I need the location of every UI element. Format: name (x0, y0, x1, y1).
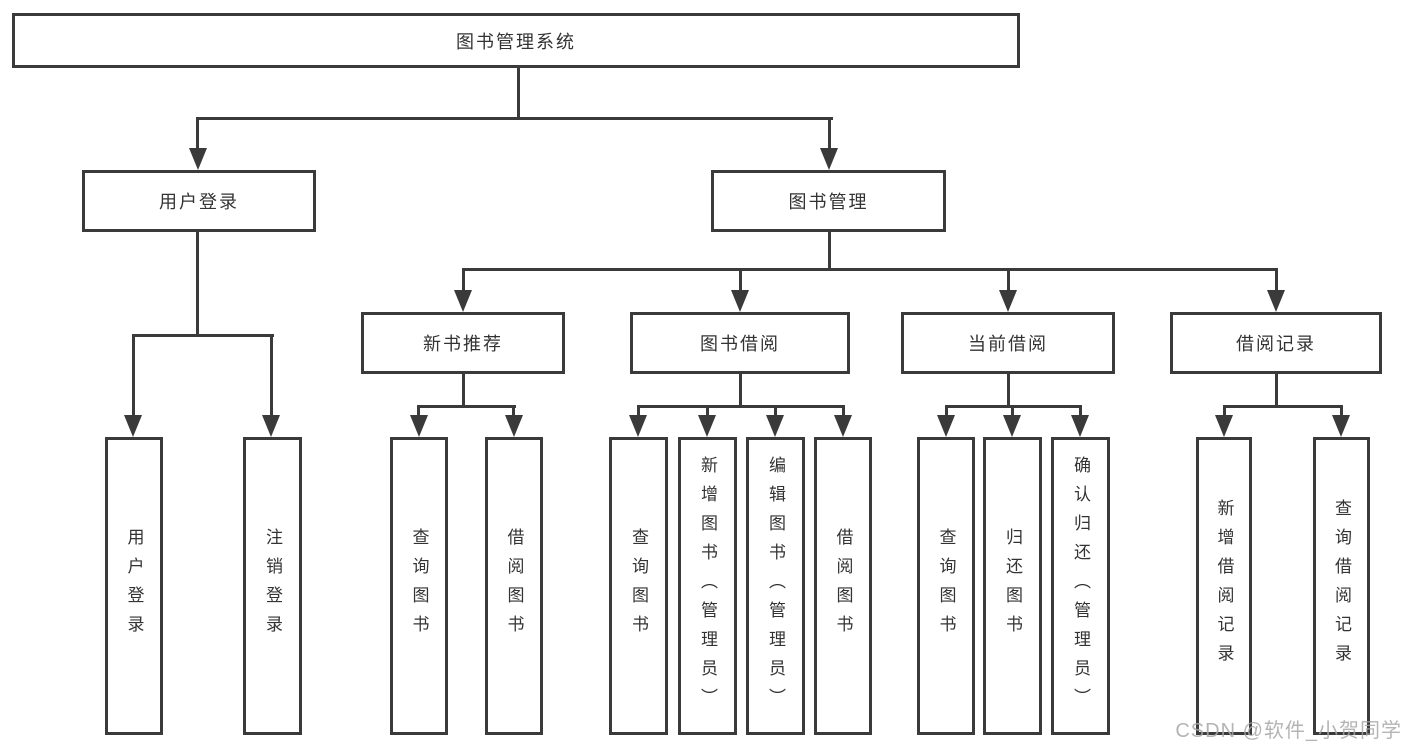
leaf-borrow-borrow-book-label: 借阅图书 (833, 528, 853, 644)
node-new-book-recommend-label: 新书推荐 (423, 334, 503, 354)
leaf-user-login: 用户登录 (105, 437, 163, 735)
node-book-borrow: 图书借阅 (630, 312, 850, 374)
connector-line (706, 405, 709, 417)
connector-line (462, 372, 465, 407)
connector-line (512, 405, 515, 417)
leaf-recommend-query-book: 查询图书 (390, 437, 448, 735)
leaf-recommend-borrow-book: 借阅图书 (485, 437, 543, 735)
leaf-current-query-book: 查询图书 (917, 437, 975, 735)
connector-line (1275, 268, 1278, 292)
node-book-management-label: 图书管理 (788, 192, 869, 212)
arrow-down-icon (1003, 415, 1021, 437)
connector-line (1007, 372, 1010, 407)
leaf-current-confirm-return-admin-label: 确认归还（管理员） (1071, 455, 1090, 717)
connector-line (774, 405, 777, 417)
arrow-down-icon (834, 415, 852, 437)
connector-line (739, 268, 742, 292)
node-root-label: 图书管理系统 (456, 31, 576, 52)
arrow-down-icon (505, 415, 523, 437)
arrow-down-icon (410, 415, 428, 437)
connector-line (842, 405, 845, 417)
leaf-recommend-query-book-label: 查询图书 (409, 528, 429, 644)
node-current-borrow-label: 当前借阅 (968, 334, 1048, 354)
connector-line (417, 405, 516, 408)
connector-line (828, 117, 831, 149)
node-user-login-label: 用户登录 (159, 192, 239, 212)
connector-line (1079, 405, 1082, 417)
arrow-down-icon (262, 415, 280, 437)
connector-line (132, 334, 274, 337)
node-root: 图书管理系统 (12, 13, 1020, 68)
leaf-record-add-record-label: 新增借阅记录 (1214, 499, 1234, 673)
connector-line (1007, 268, 1010, 292)
connector-line (637, 405, 640, 417)
node-book-management: 图书管理 (711, 170, 946, 232)
node-user-login: 用户登录 (82, 170, 316, 232)
leaf-current-return-book-label: 归还图书 (1003, 528, 1022, 644)
connector-line (1223, 405, 1343, 408)
node-borrow-record: 借阅记录 (1170, 312, 1382, 374)
arrow-down-icon (124, 415, 142, 437)
connector-line (828, 230, 831, 270)
connector-line (1275, 372, 1278, 407)
connector-line (196, 117, 199, 149)
connector-line (196, 117, 833, 120)
arrow-down-icon (1071, 415, 1089, 437)
connector-line (462, 268, 1278, 271)
leaf-record-add-record: 新增借阅记录 (1196, 437, 1252, 735)
connector-line (132, 334, 135, 417)
arrow-down-icon (1267, 290, 1285, 312)
leaf-borrow-edit-book-admin: 编辑图书（管理员） (746, 437, 805, 735)
leaf-borrow-add-book-admin-label: 新增图书（管理员） (698, 455, 717, 717)
leaf-record-query-record-label: 查询借阅记录 (1332, 499, 1351, 673)
leaf-borrow-query-book: 查询图书 (609, 437, 668, 735)
node-book-borrow-label: 图书借阅 (700, 334, 780, 354)
arrow-down-icon (731, 290, 749, 312)
leaf-borrow-add-book-admin: 新增图书（管理员） (678, 437, 737, 735)
connector-line (270, 334, 273, 417)
arrow-down-icon (766, 415, 784, 437)
leaf-borrow-query-book-label: 查询图书 (629, 528, 648, 644)
leaf-current-query-book-label: 查询图书 (936, 528, 956, 644)
connector-line (945, 405, 948, 417)
connector-line (739, 372, 742, 407)
connector-line (517, 67, 520, 119)
arrow-down-icon (698, 415, 716, 437)
arrow-down-icon (1332, 415, 1350, 437)
leaf-borrow-borrow-book: 借阅图书 (814, 437, 872, 735)
connector-line (1011, 405, 1014, 417)
node-new-book-recommend: 新书推荐 (361, 312, 565, 374)
connector-line (1223, 405, 1226, 417)
arrow-down-icon (820, 148, 838, 170)
node-borrow-record-label: 借阅记录 (1236, 334, 1316, 354)
leaf-logout-label: 注销登录 (263, 528, 282, 644)
node-current-borrow: 当前借阅 (901, 312, 1115, 374)
leaf-recommend-borrow-book-label: 借阅图书 (504, 528, 524, 644)
leaf-user-login-label: 用户登录 (124, 528, 144, 644)
leaf-record-query-record: 查询借阅记录 (1313, 437, 1370, 735)
arrow-down-icon (937, 415, 955, 437)
connector-line (417, 405, 420, 417)
leaf-current-return-book: 归还图书 (983, 437, 1042, 735)
arrow-down-icon (999, 290, 1017, 312)
connector-line (462, 268, 465, 292)
leaf-borrow-edit-book-admin-label: 编辑图书（管理员） (766, 455, 785, 717)
arrow-down-icon (1215, 415, 1233, 437)
connector-line (1340, 405, 1343, 417)
leaf-current-confirm-return-admin: 确认归还（管理员） (1051, 437, 1110, 735)
connector-line (196, 230, 199, 336)
arrow-down-icon (189, 148, 207, 170)
watermark: CSDN @软件_小贺同学 (1175, 720, 1402, 742)
leaf-logout: 注销登录 (243, 437, 302, 735)
arrow-down-icon (629, 415, 647, 437)
arrow-down-icon (454, 290, 472, 312)
connector-line (637, 405, 845, 408)
